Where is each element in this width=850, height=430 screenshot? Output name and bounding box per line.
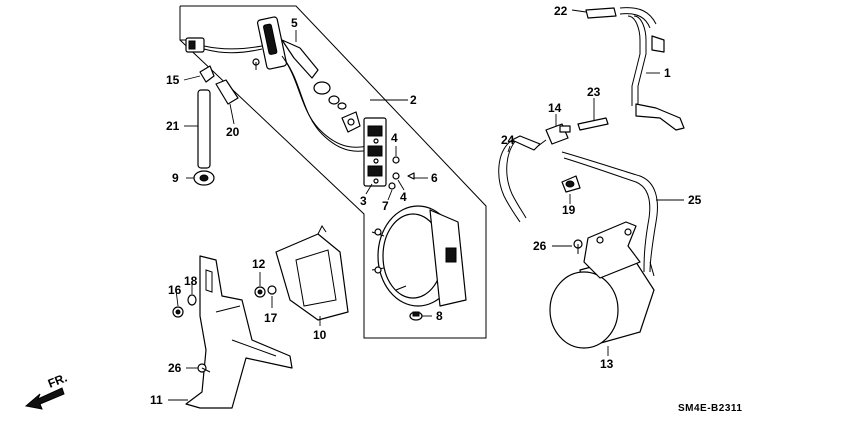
vacuum-tank (549, 221, 655, 349)
callout-11: 11 (150, 393, 163, 407)
callout-4-upper: 4 (391, 131, 398, 145)
callout-19: 19 (562, 203, 576, 217)
callout-26-left: 26 (168, 361, 182, 375)
diagram-code: SM4E-B2311 (678, 403, 742, 414)
wiring-harness (185, 37, 373, 152)
callout-7: 7 (382, 199, 389, 213)
bolt-26-right (573, 239, 583, 254)
bracket-11 (185, 255, 293, 409)
hose-set-left (193, 65, 239, 186)
grommet-19 (561, 175, 581, 193)
hose-22 (585, 7, 657, 29)
front-direction-label: FR. (46, 371, 69, 391)
callout-17: 17 (264, 311, 278, 325)
callout-20: 20 (226, 125, 240, 139)
callout-26-right: 26 (533, 239, 547, 253)
callout-12: 12 (252, 257, 266, 271)
hose-23 (577, 117, 609, 131)
callout-18: 18 (184, 274, 198, 288)
callout-5: 5 (291, 16, 298, 30)
callout-25: 25 (688, 193, 702, 207)
callout-8: 8 (436, 309, 443, 323)
callout-6: 6 (431, 171, 438, 185)
callout-10: 10 (313, 328, 327, 342)
callout-labels: 1 2 3 4 4 5 6 7 8 9 10 11 12 13 14 15 16… (150, 4, 702, 407)
bolt-26-left (197, 363, 211, 373)
valve-14 (537, 123, 571, 147)
nut-12 (254, 286, 266, 298)
callout-14: 14 (548, 101, 562, 115)
hose-24 (498, 135, 541, 223)
bracket-clip (341, 111, 361, 133)
callout-13: 13 (600, 357, 614, 371)
callout-15: 15 (166, 73, 180, 87)
bracket-10 (275, 225, 349, 321)
washer-18 (187, 294, 197, 306)
front-direction-arrow: FR. (24, 371, 69, 410)
callout-24: 24 (501, 133, 515, 147)
callout-2: 2 (410, 93, 417, 107)
vacuum-booster (371, 205, 467, 307)
small-hardware (388, 156, 415, 190)
nut-16 (172, 306, 184, 318)
bolt-small (252, 58, 260, 70)
callout-3: 3 (360, 194, 367, 208)
callout-9: 9 (172, 171, 179, 185)
solenoid-valve-block (363, 117, 387, 187)
callout-4-lower: 4 (400, 190, 407, 204)
callout-16: 16 (168, 283, 182, 297)
nut-17 (267, 285, 277, 295)
callout-21: 21 (166, 119, 180, 133)
control-unit-bracket (256, 16, 347, 110)
callout-22: 22 (554, 4, 568, 18)
hose-25 (561, 151, 658, 273)
pipe-1 (627, 15, 685, 131)
callout-23: 23 (587, 85, 601, 99)
bolt-8 (409, 311, 423, 321)
callout-1: 1 (664, 66, 671, 80)
leader-lines (168, 9, 684, 401)
